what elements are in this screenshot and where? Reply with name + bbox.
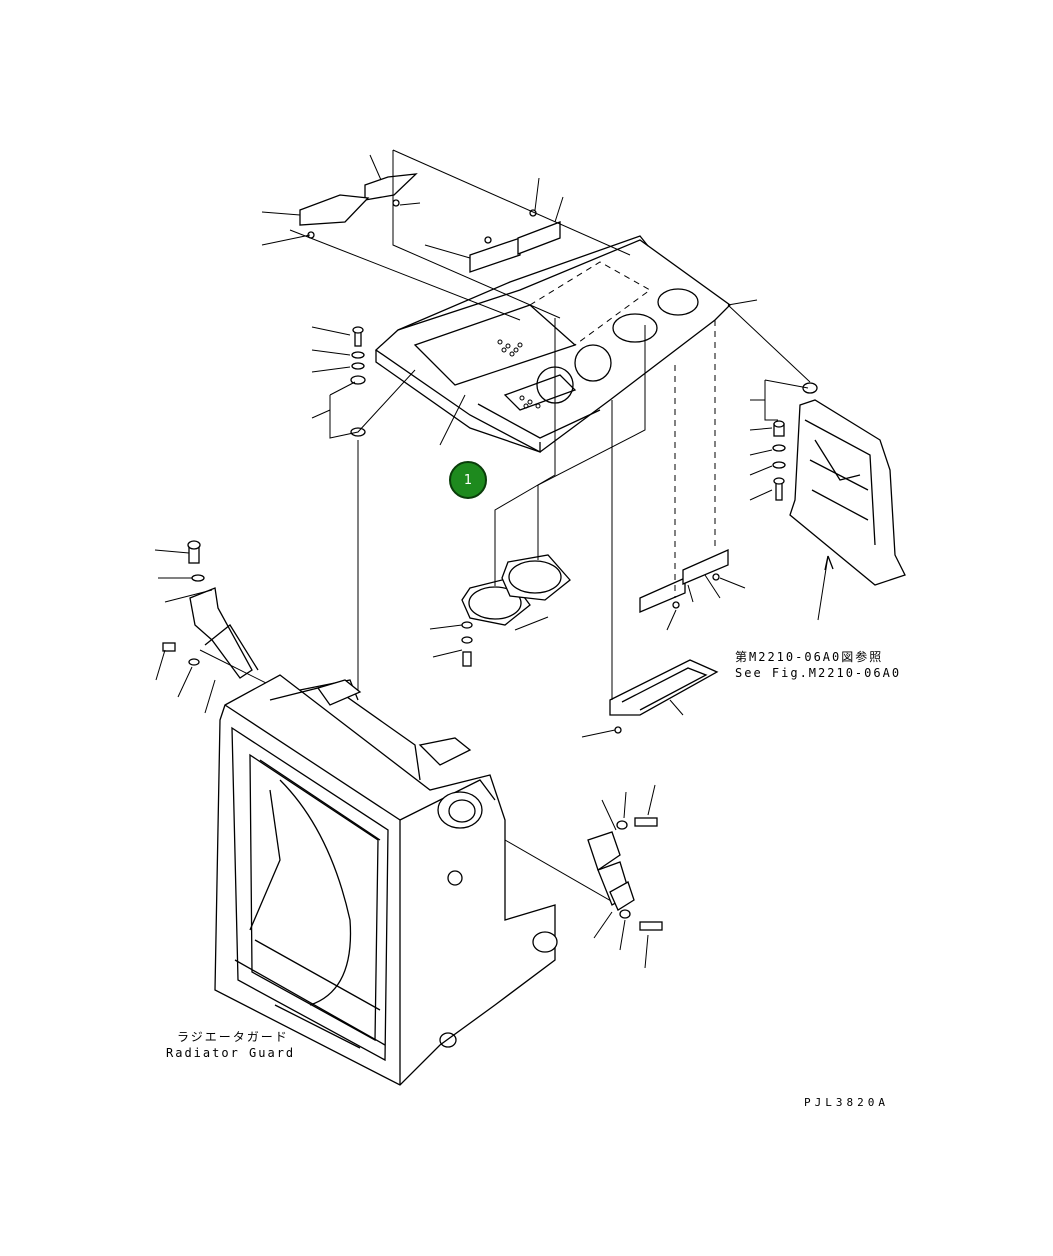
assembly-label-japanese: ラジエータガード xyxy=(177,1030,289,1044)
upper-spacer-blocks xyxy=(289,149,631,321)
reference-note-japanese: 第M2210-06A0図参照 xyxy=(735,650,884,664)
radiator-guard-frame xyxy=(214,674,619,1086)
right-bracket-assembly xyxy=(727,304,906,621)
top-cover-plate xyxy=(374,235,731,453)
vent-holes xyxy=(497,339,541,409)
leader-lines xyxy=(154,154,773,969)
left-hinge-bracket xyxy=(162,540,301,701)
left-bolt-washer-stack xyxy=(329,326,416,690)
round-gaskets xyxy=(461,318,646,667)
callout-item-1[interactable]: 1 xyxy=(449,461,487,499)
reference-note-english: See Fig.M2210-06A0 xyxy=(735,666,902,680)
side-mount-brackets xyxy=(587,817,663,931)
lower-right-spacers xyxy=(609,320,729,734)
drawing-code: PJL3820A xyxy=(804,1096,889,1109)
assembly-label-english: Radiator Guard xyxy=(166,1046,296,1060)
